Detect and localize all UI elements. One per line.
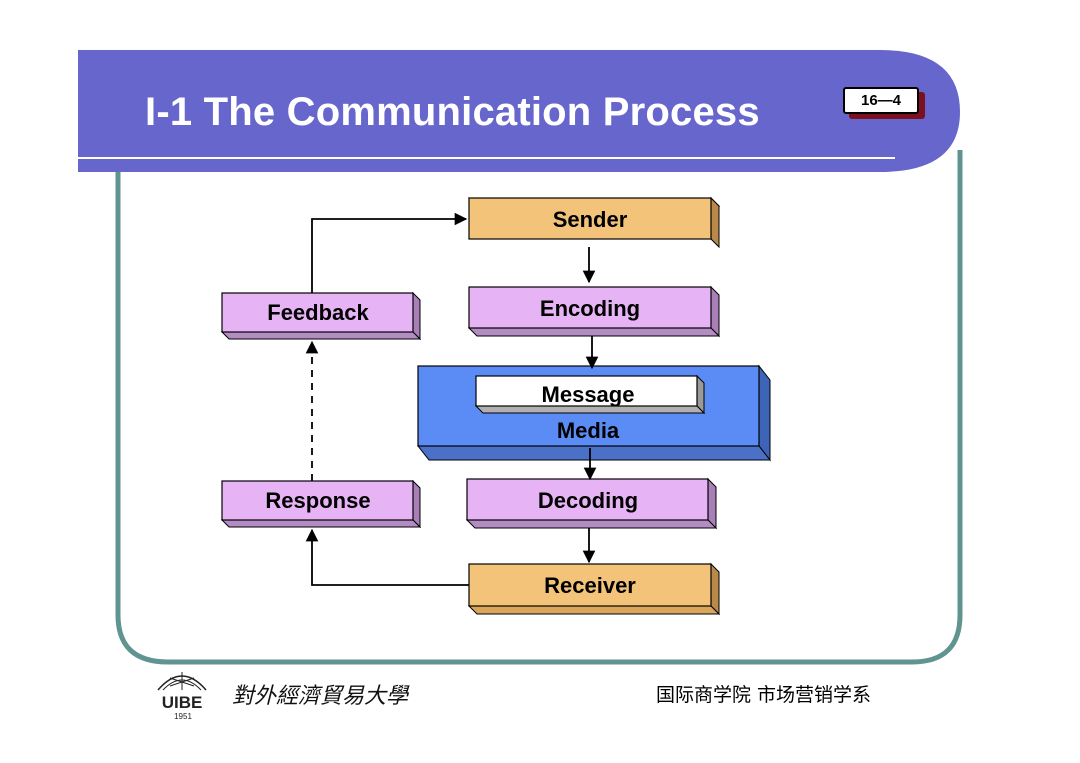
message-label: Message xyxy=(542,382,635,407)
title-banner xyxy=(78,50,960,172)
feedback-box xyxy=(220,291,422,341)
receiver-box xyxy=(467,562,721,616)
receiver-label: Receiver xyxy=(544,573,636,598)
message-box xyxy=(474,374,706,415)
response-label: Response xyxy=(265,488,370,513)
university-name: 對外經濟貿易大學 xyxy=(232,684,409,709)
page-number-badge: 16—4 xyxy=(843,87,919,114)
department-name: 国际商学院 市场营销学系 xyxy=(656,684,872,706)
sender-label: Sender xyxy=(553,207,628,232)
arrow-receiver-response xyxy=(305,528,469,586)
logo-year: 1951 xyxy=(174,712,192,721)
decoding-label: Decoding xyxy=(538,488,638,513)
slide-frame xyxy=(115,150,963,665)
encoding-label: Encoding xyxy=(540,296,640,321)
sender-box xyxy=(467,196,721,249)
media-label: Media xyxy=(557,418,620,443)
response-box xyxy=(220,479,422,529)
arrow-feedback-sender xyxy=(311,212,468,293)
slide-title: I-1 The Communication Process xyxy=(145,90,760,134)
decoding-box xyxy=(465,477,718,530)
encoding-box xyxy=(467,285,721,338)
feedback-label: Feedback xyxy=(267,300,369,325)
logo-text: UIBE xyxy=(162,693,203,712)
uibe-logo-icon: UIBE 1951 xyxy=(157,672,207,721)
